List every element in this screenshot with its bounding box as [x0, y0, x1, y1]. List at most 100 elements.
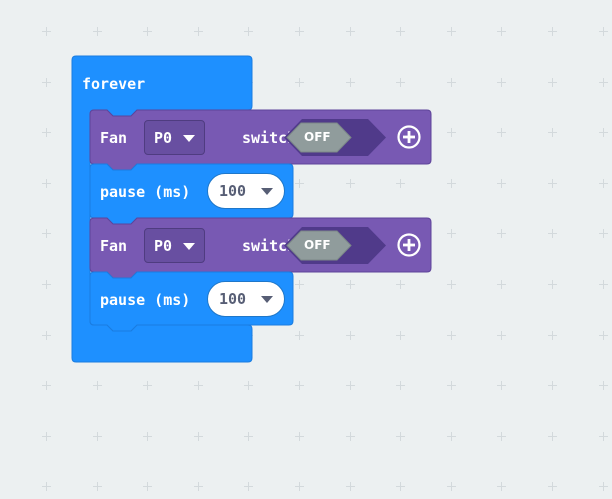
grid-cross — [295, 482, 304, 491]
grid-cross — [497, 482, 506, 491]
switch-toggle[interactable]: OFF — [284, 119, 386, 156]
grid-cross — [497, 128, 506, 137]
pause-label: pause (ms) — [100, 183, 191, 201]
grid-cross — [42, 27, 51, 36]
grid-cross — [244, 432, 253, 441]
grid-cross — [548, 27, 557, 36]
grid-cross — [548, 179, 557, 188]
grid-cross — [396, 482, 405, 491]
grid-cross — [447, 27, 456, 36]
grid-cross — [599, 179, 608, 188]
grid-cross — [497, 381, 506, 390]
grid-cross — [295, 179, 304, 188]
grid-cross — [599, 482, 608, 491]
pin-dropdown[interactable]: P0 — [144, 120, 205, 155]
grid-cross — [346, 280, 355, 289]
grid-cross — [42, 78, 51, 87]
grid-cross — [143, 432, 152, 441]
switch-label: switch — [242, 237, 297, 255]
grid-cross — [42, 128, 51, 137]
grid-cross — [599, 27, 608, 36]
toggle-state-label: OFF — [304, 130, 331, 144]
grid-cross — [396, 280, 405, 289]
fan-label: Fan — [100, 129, 128, 147]
grid-cross — [548, 331, 557, 340]
grid-cross — [548, 229, 557, 238]
toggle-shape — [284, 119, 386, 156]
grid-cross — [295, 381, 304, 390]
grid-cross — [396, 331, 405, 340]
toggle-state-label: OFF — [304, 238, 331, 252]
switch-toggle[interactable]: OFF — [284, 227, 386, 264]
grid-cross — [42, 432, 51, 441]
pin-dropdown[interactable]: P0 — [144, 228, 205, 263]
grid-cross — [42, 280, 51, 289]
grid-cross — [93, 381, 102, 390]
grid-cross — [42, 179, 51, 188]
grid-cross — [194, 27, 203, 36]
chevron-down-icon — [183, 242, 195, 250]
grid-cross — [599, 78, 608, 87]
chevron-down-icon — [261, 296, 273, 303]
grid-cross — [346, 179, 355, 188]
grid-cross — [548, 128, 557, 137]
grid-cross — [447, 179, 456, 188]
pin-dropdown-value: P0 — [154, 236, 173, 255]
grid-cross — [497, 432, 506, 441]
grid-cross — [497, 78, 506, 87]
toggle-shape — [284, 227, 386, 264]
grid-cross — [396, 27, 405, 36]
grid-cross — [42, 331, 51, 340]
grid-cross — [447, 331, 456, 340]
pin-dropdown-value: P0 — [154, 128, 173, 147]
chevron-down-icon — [261, 188, 273, 195]
grid-cross — [396, 179, 405, 188]
grid-cross — [447, 381, 456, 390]
pause-duration-value: 100 — [219, 182, 247, 200]
grid-cross — [143, 27, 152, 36]
grid-cross — [244, 27, 253, 36]
grid-cross — [143, 482, 152, 491]
grid-cross — [497, 229, 506, 238]
grid-cross — [244, 381, 253, 390]
grid-cross — [599, 280, 608, 289]
grid-cross — [93, 27, 102, 36]
pause-duration-field[interactable]: 100 — [207, 281, 285, 317]
pause-duration-value: 100 — [219, 290, 247, 308]
grid-cross — [548, 381, 557, 390]
grid-cross — [396, 432, 405, 441]
grid-cross — [548, 432, 557, 441]
grid-cross — [447, 229, 456, 238]
grid-cross — [548, 280, 557, 289]
grid-cross — [447, 128, 456, 137]
grid-cross — [346, 27, 355, 36]
grid-cross — [346, 432, 355, 441]
grid-cross — [599, 432, 608, 441]
grid-cross — [143, 381, 152, 390]
grid-cross — [194, 482, 203, 491]
add-circle-icon[interactable] — [397, 233, 421, 257]
grid-cross — [346, 331, 355, 340]
grid-cross — [346, 78, 355, 87]
grid-cross — [548, 482, 557, 491]
grid-cross — [295, 27, 304, 36]
grid-cross — [599, 381, 608, 390]
grid-cross — [42, 381, 51, 390]
grid-cross — [295, 280, 304, 289]
grid-cross — [447, 432, 456, 441]
grid-cross — [447, 280, 456, 289]
grid-cross — [447, 482, 456, 491]
grid-cross — [42, 229, 51, 238]
grid-cross — [497, 27, 506, 36]
grid-cross — [295, 432, 304, 441]
add-circle-icon[interactable] — [397, 125, 421, 149]
grid-cross — [295, 78, 304, 87]
grid-cross — [93, 482, 102, 491]
grid-cross — [599, 128, 608, 137]
pause-duration-field[interactable]: 100 — [207, 173, 285, 209]
grid-cross — [396, 78, 405, 87]
chevron-down-icon — [183, 134, 195, 142]
grid-cross — [295, 331, 304, 340]
grid-cross — [396, 381, 405, 390]
